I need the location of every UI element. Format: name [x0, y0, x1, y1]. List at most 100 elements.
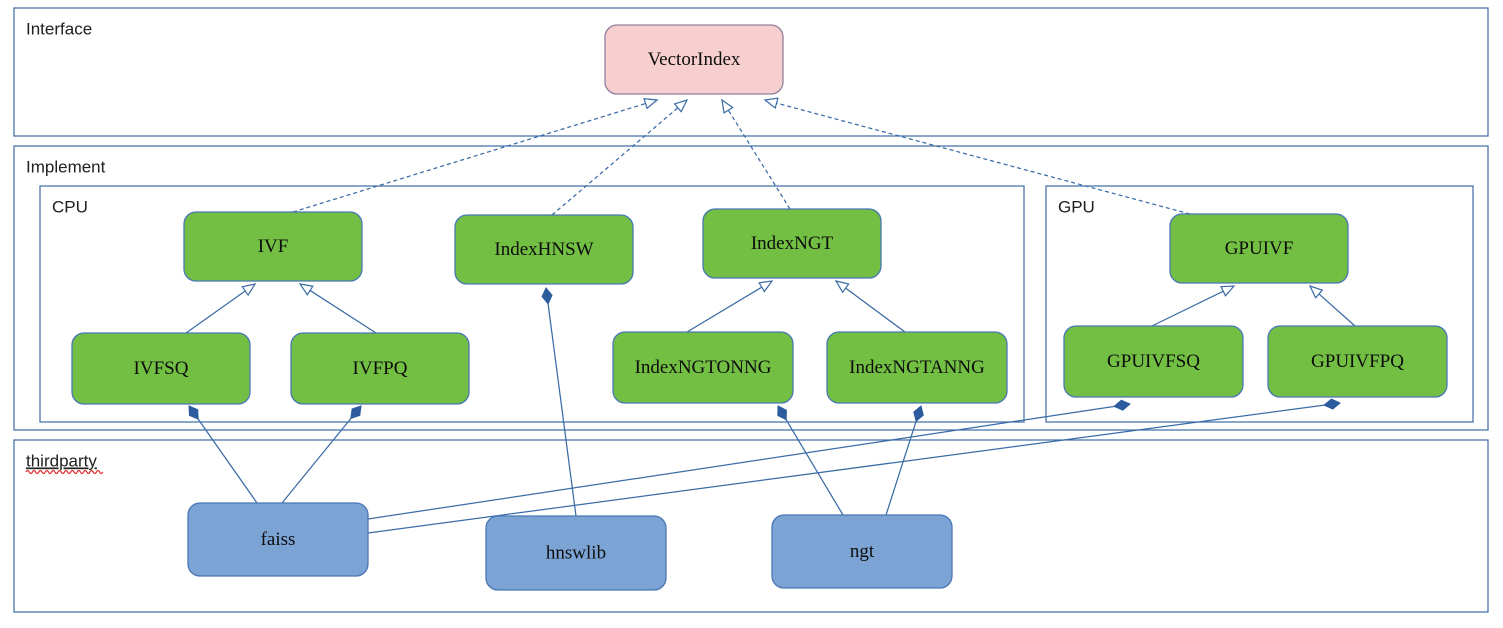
edge-faiss-to-gpuivfsq — [367, 399, 1131, 520]
inheritance-triangle-icon — [643, 97, 659, 110]
node-ivfpq[interactable]: IVFPQ — [290, 332, 470, 405]
edge-line — [1317, 292, 1356, 327]
node-vectorindex[interactable]: VectorIndex — [604, 24, 784, 95]
spellcheck-squiggle-icon — [25, 469, 104, 475]
node-box-indexhnsw[interactable] — [454, 214, 634, 285]
composition-diamond-icon — [777, 405, 787, 421]
node-gpuivfsq[interactable]: GPUIVFSQ — [1063, 325, 1244, 398]
edge-line — [844, 287, 906, 333]
node-label-ngt: ngt — [850, 541, 875, 562]
container-label-gpu: GPU — [1058, 197, 1095, 216]
inheritance-triangle-icon — [673, 99, 689, 113]
edge-gpuivfsq-to-gpuivf — [1151, 285, 1236, 327]
edge-ivf-to-vectorindex — [292, 97, 659, 213]
edge-indexngtonng-to-indexngt — [686, 280, 774, 333]
edge-indexngt-to-vectorindex — [721, 98, 791, 210]
node-label-ivfsq: IVFSQ — [134, 358, 189, 379]
node-box-ivf[interactable] — [183, 211, 363, 282]
edge-ivfsq-to-ivf — [185, 283, 257, 334]
composition-diamond-icon — [1323, 398, 1341, 410]
edge-line — [308, 289, 377, 334]
inheritance-triangle-icon — [721, 98, 734, 114]
node-label-ivfpq: IVFPQ — [353, 358, 408, 379]
node-box-indexngtanng[interactable] — [826, 331, 1008, 404]
edge-line — [196, 417, 258, 504]
edge-ngt-to-indexngtanng — [885, 405, 924, 516]
inheritance-triangle-icon — [1308, 284, 1324, 299]
node-box-indexngtonng[interactable] — [612, 331, 794, 404]
composition-diamond-icon — [350, 405, 362, 420]
edge-line — [292, 102, 647, 213]
container-label-thirdparty: thirdparty — [26, 451, 97, 470]
inheritance-triangle-icon — [834, 280, 850, 294]
edge-gpuivf-to-vectorindex — [763, 97, 1191, 215]
node-label-gpuivf: GPUIVF — [1225, 238, 1294, 259]
edge-faiss-to-ivfpq — [281, 405, 362, 504]
node-label-indexngt: IndexNGT — [751, 233, 834, 254]
node-ivfsq[interactable]: IVFSQ — [71, 332, 251, 405]
node-label-vectorindex: VectorIndex — [648, 49, 741, 70]
node-box-gpuivfsq[interactable] — [1063, 325, 1244, 398]
node-label-hnswlib: hnswlib — [546, 542, 606, 563]
edge-gpuivfpq-to-gpuivf — [1308, 284, 1356, 327]
node-box-ngt[interactable] — [771, 514, 953, 589]
edge-line — [547, 301, 577, 517]
node-faiss[interactable]: faiss — [187, 502, 369, 577]
node-indexngt[interactable]: IndexNGT — [702, 208, 882, 279]
edge-ivfpq-to-ivf — [298, 283, 377, 334]
edge-line — [727, 108, 791, 210]
inheritance-triangle-icon — [1220, 285, 1236, 297]
inheritance-triangle-icon — [241, 283, 257, 297]
node-ivf[interactable]: IVF — [183, 211, 363, 282]
edge-line — [1151, 290, 1225, 327]
inheritance-triangle-icon — [763, 97, 779, 110]
node-indexngtonng[interactable]: IndexNGTONNG — [612, 331, 794, 404]
edge-line — [367, 405, 1117, 520]
container-label-cpu: CPU — [52, 197, 88, 216]
node-ngt[interactable]: ngt — [771, 514, 953, 589]
node-hnswlib[interactable]: hnswlib — [485, 515, 667, 591]
edge-faiss-to-gpuivfpq — [367, 398, 1341, 534]
container-label-implement: Implement — [26, 157, 106, 176]
node-box-ivfpq[interactable] — [290, 332, 470, 405]
edge-line — [185, 289, 247, 334]
edge-line — [885, 419, 918, 516]
edge-hnswlib-to-indexhnsw — [541, 287, 577, 517]
inheritance-triangle-icon — [298, 283, 314, 296]
edge-line — [367, 404, 1327, 534]
node-box-hnswlib[interactable] — [485, 515, 667, 591]
node-label-faiss: faiss — [261, 529, 296, 550]
node-gpuivf[interactable]: GPUIVF — [1169, 213, 1349, 284]
node-box-indexngt[interactable] — [702, 208, 882, 279]
node-box-gpuivf[interactable] — [1169, 213, 1349, 284]
composition-diamond-icon — [188, 405, 199, 420]
edge-line — [775, 102, 1191, 215]
container-label-interface: Interface — [26, 19, 92, 38]
edge-indexhnsw-to-vectorindex — [551, 99, 689, 216]
edge-line — [784, 417, 844, 516]
composition-diamond-icon — [541, 287, 553, 305]
node-gpuivfpq[interactable]: GPUIVFPQ — [1267, 325, 1448, 398]
edges-layer — [185, 97, 1356, 534]
edge-ngt-to-indexngtonng — [777, 405, 844, 516]
node-label-indexngtonng: IndexNGTONNG — [635, 357, 772, 378]
edge-line — [281, 416, 353, 504]
edge-line — [686, 286, 763, 333]
node-box-vectorindex[interactable] — [604, 24, 784, 95]
edge-faiss-to-ivfsq — [188, 405, 258, 504]
node-indexngtanng[interactable]: IndexNGTANNG — [826, 331, 1008, 404]
node-label-gpuivfpq: GPUIVFPQ — [1311, 351, 1404, 372]
composition-diamond-icon — [913, 405, 924, 423]
node-box-ivfsq[interactable] — [71, 332, 251, 405]
edge-indexngtanng-to-indexngt — [834, 280, 906, 333]
node-box-gpuivfpq[interactable] — [1267, 325, 1448, 398]
node-label-ivf: IVF — [258, 236, 289, 257]
node-box-faiss[interactable] — [187, 502, 369, 577]
node-label-indexngtanng: IndexNGTANNG — [849, 357, 985, 378]
node-indexhnsw[interactable]: IndexHNSW — [454, 214, 634, 285]
composition-diamond-icon — [1113, 399, 1131, 411]
inheritance-triangle-icon — [758, 280, 774, 293]
